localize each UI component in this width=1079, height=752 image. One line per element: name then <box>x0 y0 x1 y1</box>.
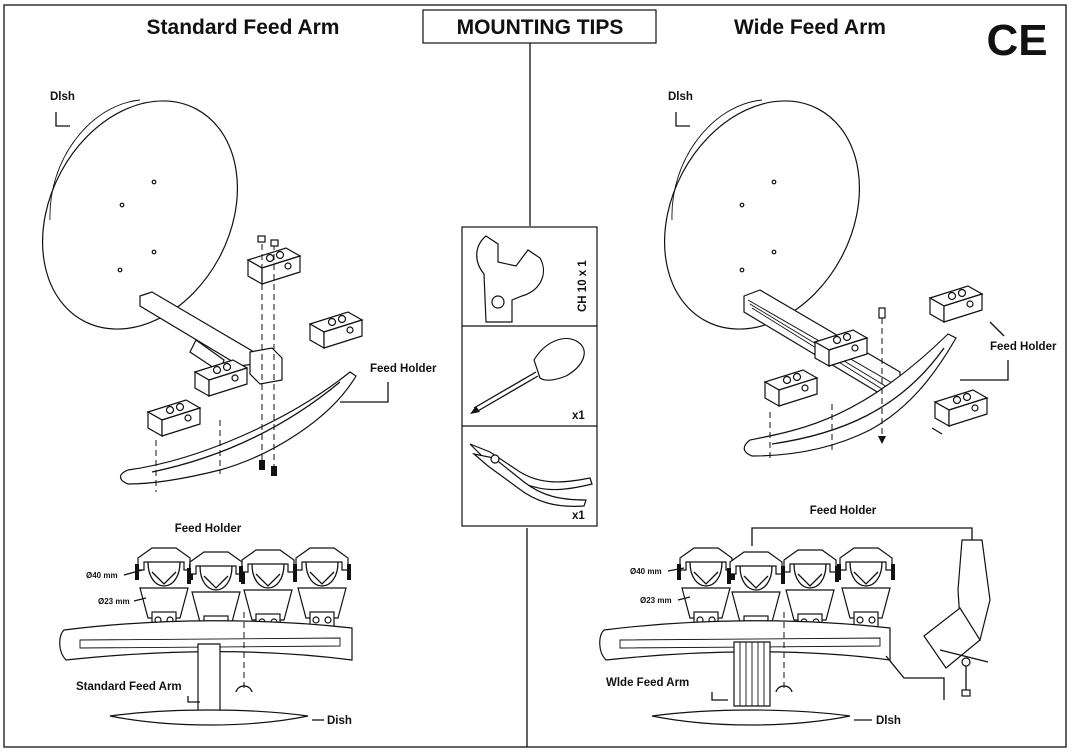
right-feed-bar <box>743 333 957 457</box>
left-arm-tube <box>249 347 283 385</box>
right-exploded-view: Dlsh Feed Holder <box>663 91 1057 460</box>
right-feed-holder-detail: Feed Holder Ø40 mm Ø23 mm Wlde Feed Arm … <box>599 505 991 727</box>
right-diameter-40: Ø40 mm <box>630 567 662 576</box>
left-feed-holder-detail: Feed Holder Ø40 mm Ø23 mm Standard Feed … <box>59 523 353 727</box>
left-bottom-dish-label: Dish <box>327 715 352 727</box>
left-detail-bar <box>59 620 353 661</box>
pliers-qty: x1 <box>572 510 585 522</box>
right-dish <box>663 99 861 330</box>
right-feed-holder-label: Feed Holder <box>990 341 1057 353</box>
right-side-clamp <box>923 539 991 697</box>
right-bottom-dish <box>651 709 851 726</box>
wrench-icon <box>476 235 544 323</box>
sheet-border <box>3 4 1067 748</box>
right-detail-title: Feed Holder <box>810 505 877 517</box>
right-bottom-dish-label: Dlsh <box>876 715 901 727</box>
right-detail-bar <box>599 620 891 661</box>
screwdriver-icon <box>470 338 585 414</box>
right-feed-holder-leader <box>960 360 1009 381</box>
center-title-box <box>422 9 657 44</box>
left-clamp-4 <box>292 547 352 631</box>
right-arm-label: Wlde Feed Arm <box>606 677 689 689</box>
right-dish-label: Dlsh <box>668 91 693 103</box>
left-bracket-mid <box>194 359 248 397</box>
right-diameter-23: Ø23 mm <box>640 596 672 605</box>
right-clamp-1 <box>676 547 736 631</box>
left-feed-holder-label: Feed Holder <box>370 363 437 375</box>
left-detail-title: Feed Holder <box>175 523 242 535</box>
left-feed-bar <box>119 371 357 485</box>
left-diameter-23: Ø23 mm <box>98 597 130 606</box>
wrench-label: CH 10 x 1 <box>577 260 589 312</box>
left-dish-leader <box>55 112 70 127</box>
right-bracket-low <box>764 369 818 407</box>
pliers-icon <box>469 443 593 507</box>
right-side-clamp-leader <box>885 655 945 700</box>
left-bottom-dish <box>109 709 309 726</box>
right-detail-bracket <box>751 527 973 546</box>
right-feed-holder-leader-top <box>989 321 1005 337</box>
left-exploded-view: Dlsh Feed Holder <box>41 91 437 492</box>
right-dish-leader <box>675 112 690 127</box>
left-arm-label: Standard Feed Arm <box>76 681 182 693</box>
center-title: MOUNTING TIPS <box>457 16 624 39</box>
left-diameter-40: Ø40 mm <box>86 571 118 580</box>
tools-panel: CH 10 x 1 x1 x1 <box>461 226 598 527</box>
left-bracket-low <box>147 399 201 437</box>
left-clamp-3 <box>238 549 298 633</box>
screwdriver-qty: x1 <box>572 410 585 422</box>
left-feed-holder-leader <box>340 382 389 403</box>
ce-mark: CE <box>986 16 1047 65</box>
right-title: Wide Feed Arm <box>734 16 886 39</box>
right-bracket-top <box>929 285 983 323</box>
left-bracket-right <box>309 311 363 349</box>
left-title: Standard Feed Arm <box>147 16 340 39</box>
right-clamp-4 <box>836 547 896 631</box>
right-bracket-loose <box>934 389 988 427</box>
left-dish-label: Dlsh <box>50 91 75 103</box>
left-clamp-1 <box>134 547 194 631</box>
left-dish <box>41 99 239 330</box>
right-clamp-3 <box>780 549 840 633</box>
